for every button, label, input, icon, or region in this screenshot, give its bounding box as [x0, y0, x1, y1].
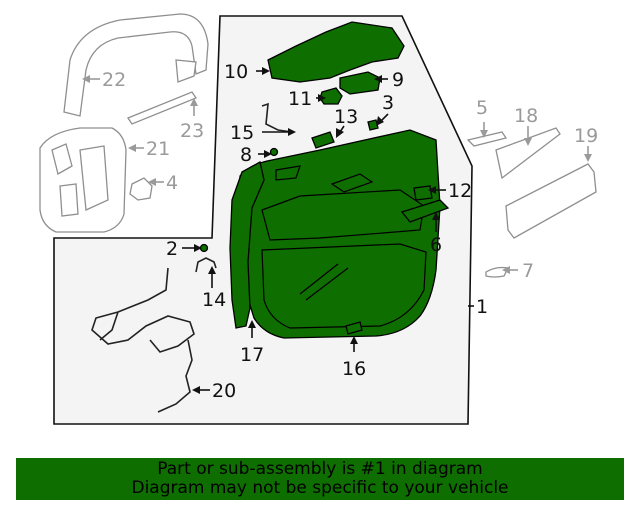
handle-bezel-part [400, 199, 450, 223]
connector-part [195, 257, 217, 273]
door-module-part [39, 127, 127, 233]
door-frame-part [63, 13, 209, 117]
callout-6: 6 [430, 234, 442, 256]
screw-part [269, 147, 279, 157]
glass-panel-part [505, 163, 597, 239]
callout-14: 14 [202, 289, 226, 311]
callout-22: 22 [102, 69, 126, 91]
callout-3: 3 [382, 92, 394, 114]
callout-13: 13 [334, 106, 358, 128]
callout-17: 17 [240, 344, 264, 366]
clip-part [367, 119, 379, 131]
molding-strip-part [127, 91, 197, 125]
callout-19: 19 [574, 125, 598, 147]
callout-5: 5 [476, 97, 488, 119]
callout-4: 4 [166, 172, 178, 194]
retainer-part [345, 321, 363, 335]
callout-1: 1 [476, 296, 488, 318]
callout-15: 15 [230, 122, 254, 144]
banner-line-1: Part or sub-assembly is #1 in diagram [157, 459, 483, 479]
lamp-socket-part [311, 131, 335, 149]
switch-assembly-part [339, 71, 381, 95]
wiring-harness-part [91, 267, 195, 413]
info-banner: Part or sub-assembly is #1 in diagram Di… [16, 458, 624, 500]
callout-18: 18 [514, 105, 538, 127]
edge-strip-part [229, 161, 265, 329]
wire-lead-part [261, 102, 293, 133]
callout-11: 11 [288, 88, 312, 110]
callout-9: 9 [392, 69, 404, 91]
switch-clip-part [413, 185, 433, 201]
door-trim-panel-part [239, 129, 441, 339]
banner-line-2: Diagram may not be specific to your vehi… [131, 478, 509, 498]
callout-8: 8 [240, 144, 252, 166]
callout-2: 2 [166, 238, 178, 260]
callout-23: 23 [180, 120, 204, 142]
callout-16: 16 [342, 358, 366, 380]
trim-clip-part [466, 131, 508, 147]
upper-bracket-part [267, 21, 405, 83]
callout-20: 20 [212, 380, 236, 402]
callout-12: 12 [448, 180, 472, 202]
callout-10: 10 [224, 61, 248, 83]
upper-window-panel-part [495, 127, 561, 180]
callout-7: 7 [522, 260, 534, 282]
callout-21: 21 [146, 138, 170, 160]
bracket-part [129, 177, 153, 201]
